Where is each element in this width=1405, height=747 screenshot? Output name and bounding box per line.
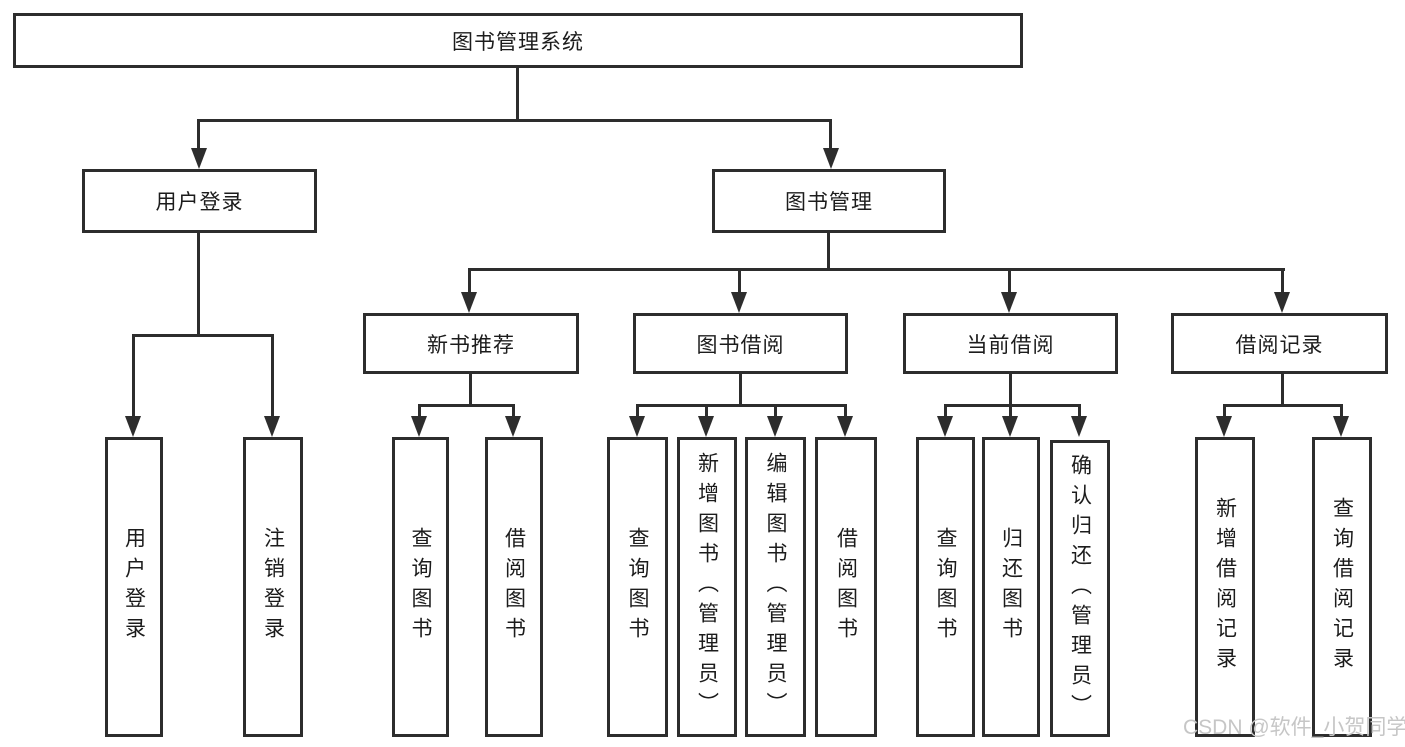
connector-line bbox=[705, 404, 708, 420]
node-user-login-label: 用户登录 bbox=[155, 191, 244, 214]
node-borrow-record-label: 借阅记录 bbox=[1235, 333, 1324, 357]
connector-line bbox=[132, 334, 135, 419]
connector-line bbox=[468, 268, 471, 294]
node-book-management: 图书管理 bbox=[712, 169, 946, 233]
leaf-borrow-borrow-books-label: 借阅图书 bbox=[834, 527, 858, 647]
leaf-current-confirm-return-admin-label: 确认归还（管理员） bbox=[1068, 453, 1092, 724]
leaf-newbook-borrow-books-label: 借阅图书 bbox=[502, 527, 526, 647]
arrow-down-icon bbox=[461, 292, 477, 313]
leaf-borrow-query-books-label: 查询图书 bbox=[626, 527, 649, 647]
connector-line bbox=[844, 404, 847, 420]
leaf-newbook-borrow-books: 借阅图书 bbox=[485, 437, 543, 737]
leaf-current-return-books-label: 归还图书 bbox=[999, 527, 1023, 647]
leaf-borrow-query-books: 查询图书 bbox=[607, 437, 668, 737]
arrow-down-icon bbox=[191, 148, 207, 169]
arrow-down-icon bbox=[1002, 416, 1018, 437]
connector-line bbox=[418, 404, 421, 420]
connector-line bbox=[1340, 404, 1343, 420]
arrow-down-icon bbox=[1333, 416, 1349, 437]
leaf-record-query-borrow-record: 查询借阅记录 bbox=[1312, 437, 1372, 737]
leaf-user-login: 用户登录 bbox=[105, 437, 163, 737]
connector-line bbox=[1008, 268, 1011, 294]
arrow-down-icon bbox=[505, 416, 521, 437]
node-book-borrow: 图书借阅 bbox=[633, 313, 848, 374]
arrow-down-icon bbox=[1216, 416, 1232, 437]
node-borrow-record: 借阅记录 bbox=[1171, 313, 1388, 374]
node-root-label: 图书管理系统 bbox=[452, 30, 584, 54]
connector-line bbox=[1223, 404, 1343, 407]
node-root: 图书管理系统 bbox=[13, 13, 1023, 68]
connector-line bbox=[829, 119, 832, 151]
node-current-borrow-label: 当前借阅 bbox=[966, 333, 1055, 357]
arrow-down-icon bbox=[411, 416, 427, 437]
connector-line bbox=[738, 268, 741, 294]
node-book-management-label: 图书管理 bbox=[785, 191, 873, 214]
leaf-current-query-books-label: 查询图书 bbox=[934, 527, 957, 647]
watermark: CSDN @软件_小贺同学 bbox=[1183, 716, 1405, 739]
connector-line bbox=[1078, 404, 1081, 420]
connector-line bbox=[1009, 374, 1012, 407]
connector-line bbox=[271, 334, 274, 419]
arrow-down-icon bbox=[1071, 416, 1087, 437]
connector-line bbox=[636, 404, 639, 420]
leaf-logout-label: 注销登录 bbox=[261, 527, 285, 647]
node-user-login: 用户登录 bbox=[82, 169, 317, 233]
leaf-borrow-add-books-admin-label: 新增图书（管理员） bbox=[695, 452, 719, 722]
connector-line bbox=[774, 404, 777, 420]
connector-line bbox=[944, 404, 947, 420]
connector-line bbox=[827, 233, 830, 271]
connector-line bbox=[1223, 404, 1226, 420]
arrow-down-icon bbox=[1001, 292, 1017, 313]
leaf-current-query-books: 查询图书 bbox=[916, 437, 975, 737]
connector-line bbox=[516, 68, 519, 120]
connector-line bbox=[739, 374, 742, 407]
arrow-down-icon bbox=[264, 416, 280, 437]
arrow-down-icon bbox=[698, 416, 714, 437]
leaf-user-login-label: 用户登录 bbox=[122, 527, 146, 647]
connector-line bbox=[197, 119, 832, 122]
node-book-borrow-label: 图书借阅 bbox=[696, 333, 785, 357]
leaf-borrow-edit-books-admin-label: 编辑图书（管理员） bbox=[764, 452, 787, 722]
leaf-newbook-query-books: 查询图书 bbox=[392, 437, 449, 737]
arrow-down-icon bbox=[629, 416, 645, 437]
connector-line bbox=[636, 404, 847, 407]
arrow-down-icon bbox=[731, 292, 747, 313]
connector-line bbox=[1281, 374, 1284, 407]
arrow-down-icon bbox=[823, 148, 839, 169]
leaf-newbook-query-books-label: 查询图书 bbox=[409, 527, 432, 647]
leaf-record-add-borrow-record: 新增借阅记录 bbox=[1195, 437, 1255, 737]
node-current-borrow: 当前借阅 bbox=[903, 313, 1118, 374]
connector-line bbox=[469, 374, 472, 407]
arrow-down-icon bbox=[125, 416, 141, 437]
connector-line bbox=[197, 233, 200, 336]
leaf-record-add-borrow-record-label: 新增借阅记录 bbox=[1213, 497, 1237, 677]
arrow-down-icon bbox=[837, 416, 853, 437]
node-new-book-recommend-label: 新书推荐 bbox=[427, 333, 515, 357]
connector-line bbox=[512, 404, 515, 420]
leaf-current-confirm-return-admin: 确认归还（管理员） bbox=[1050, 440, 1110, 737]
connector-line bbox=[132, 334, 274, 337]
connector-line bbox=[1281, 268, 1284, 294]
connector-line bbox=[468, 268, 1285, 271]
node-new-book-recommend: 新书推荐 bbox=[363, 313, 579, 374]
connector-line bbox=[418, 404, 515, 407]
leaf-borrow-edit-books-admin: 编辑图书（管理员） bbox=[745, 437, 806, 737]
leaf-current-return-books: 归还图书 bbox=[982, 437, 1040, 737]
leaf-logout: 注销登录 bbox=[243, 437, 303, 737]
connector-line bbox=[944, 404, 1081, 407]
connector-line bbox=[1009, 404, 1012, 420]
leaf-record-query-borrow-record-label: 查询借阅记录 bbox=[1330, 497, 1354, 677]
arrow-down-icon bbox=[1274, 292, 1290, 313]
arrow-down-icon bbox=[937, 416, 953, 437]
leaf-borrow-borrow-books: 借阅图书 bbox=[815, 437, 877, 737]
connector-line bbox=[197, 119, 200, 151]
leaf-borrow-add-books-admin: 新增图书（管理员） bbox=[677, 437, 737, 737]
arrow-down-icon bbox=[767, 416, 783, 437]
